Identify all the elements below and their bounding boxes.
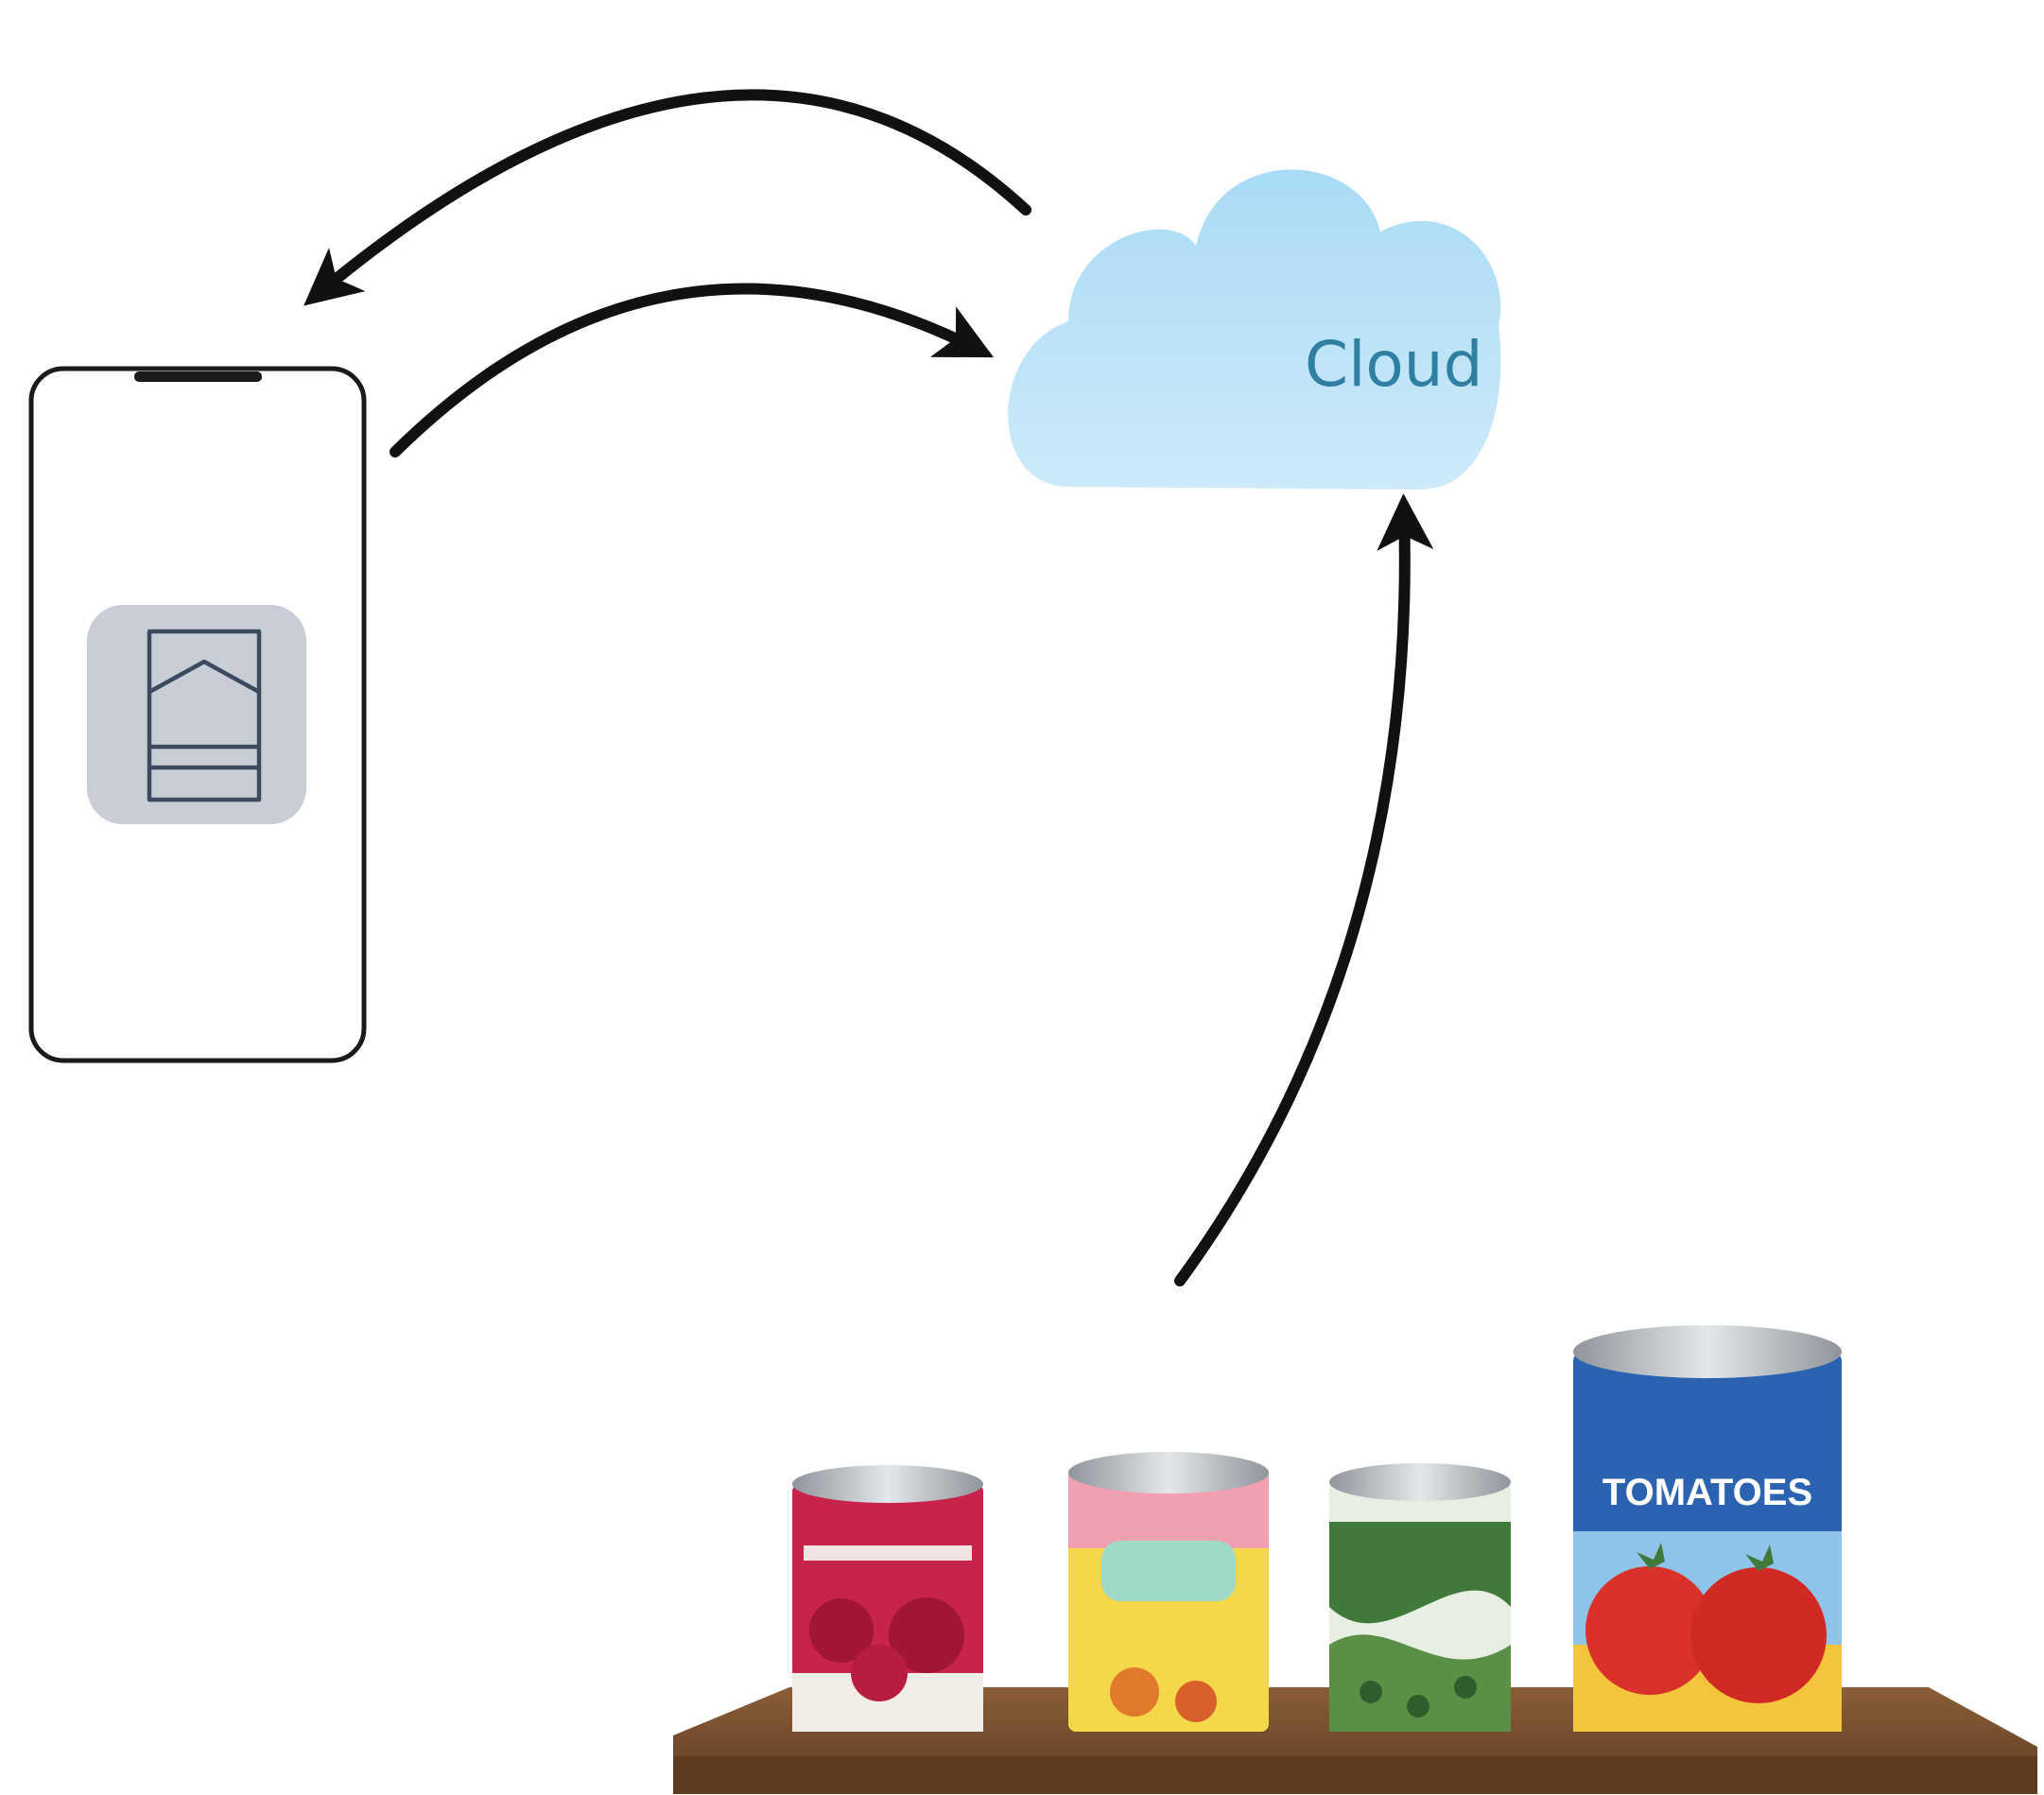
cloud-label: Cloud: [1305, 328, 1483, 401]
arrow-phone-to-cloud: [390, 283, 995, 457]
cloud-shape: Cloud: [1008, 169, 1501, 490]
phone-notch: [134, 371, 262, 382]
arrows: [303, 89, 1434, 1286]
can-3: [1329, 1463, 1511, 1732]
arrow-shelf-to-cloud: [1174, 493, 1434, 1286]
pantry-app-icon[interactable]: [87, 605, 306, 824]
arrow-cloud-to-phone: [303, 89, 1031, 306]
canned-goods: TOMATOES: [792, 1325, 1842, 1732]
can-2: [1068, 1452, 1269, 1732]
can-4: TOMATOES: [1573, 1325, 1842, 1732]
shelf-front: [673, 1756, 2037, 1794]
phone-device: [28, 366, 367, 1063]
can-4-label: TOMATOES: [1602, 1472, 1812, 1513]
can-1: [792, 1465, 983, 1732]
